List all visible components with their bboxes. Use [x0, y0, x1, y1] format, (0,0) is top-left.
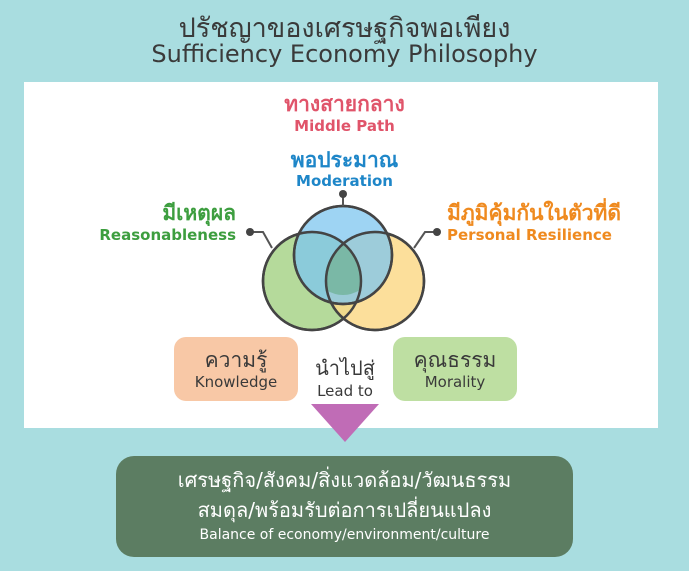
result-line-3: Balance of economy/environment/culture [199, 527, 490, 543]
result-line-1: เศรษฐกิจ/สังคม/สิ่งแวดล้อม/วัฒนธรรม [177, 468, 512, 492]
lead-to-label-english: Lead to [317, 382, 373, 400]
moderation-label-thai: พอประมาณ [290, 148, 399, 172]
result-line-2: สมดุล/พร้อมรับต่อการเปลี่ยนแปลง [197, 498, 492, 522]
moderation-connector-dot [339, 190, 347, 198]
reasonableness-connector-dot [246, 228, 254, 236]
knowledge-box: ความรู้ Knowledge [174, 337, 298, 401]
middle-path-label-thai: ทางสายกลาง [284, 92, 405, 116]
knowledge-label-english: Knowledge [194, 373, 278, 391]
lead-to-label-thai: นำไปสู่ [315, 356, 375, 380]
page-title-english: Sufficiency Economy Philosophy [151, 40, 538, 68]
middle-path-label-english: Middle Path [294, 117, 395, 135]
morality-label-english: Morality [424, 373, 486, 391]
resilience-label-thai: มีภูมิคุ้มกันในตัวที่ดี [447, 201, 622, 225]
resilience-circle-outline [324, 230, 426, 332]
result-box: เศรษฐกิจ/สังคม/สิ่งแวดล้อม/วัฒนธรรม สมดุ… [116, 456, 573, 557]
resilience-connector-dot [433, 228, 441, 236]
reasonableness-circle-outline [261, 230, 363, 332]
resilience-label-english: Personal Resilience [447, 226, 612, 244]
moderation-label-english: Moderation [296, 172, 393, 190]
reasonableness-label-english: Reasonableness [99, 226, 236, 244]
knowledge-label-thai: ความรู้ [204, 348, 268, 372]
center-overlap [325, 245, 361, 295]
resilience-connector [413, 231, 435, 249]
reasonableness-label-thai: มีเหตุผล [162, 201, 236, 225]
lead-to-arrow [311, 404, 379, 442]
page-title-thai: ปรัชญาของเศรษฐกิจพอเพียง [178, 13, 511, 44]
morality-label-thai: คุณธรรม [413, 348, 497, 372]
morality-box: คุณธรรม Morality [393, 337, 517, 401]
reasonableness-connector [252, 231, 273, 249]
